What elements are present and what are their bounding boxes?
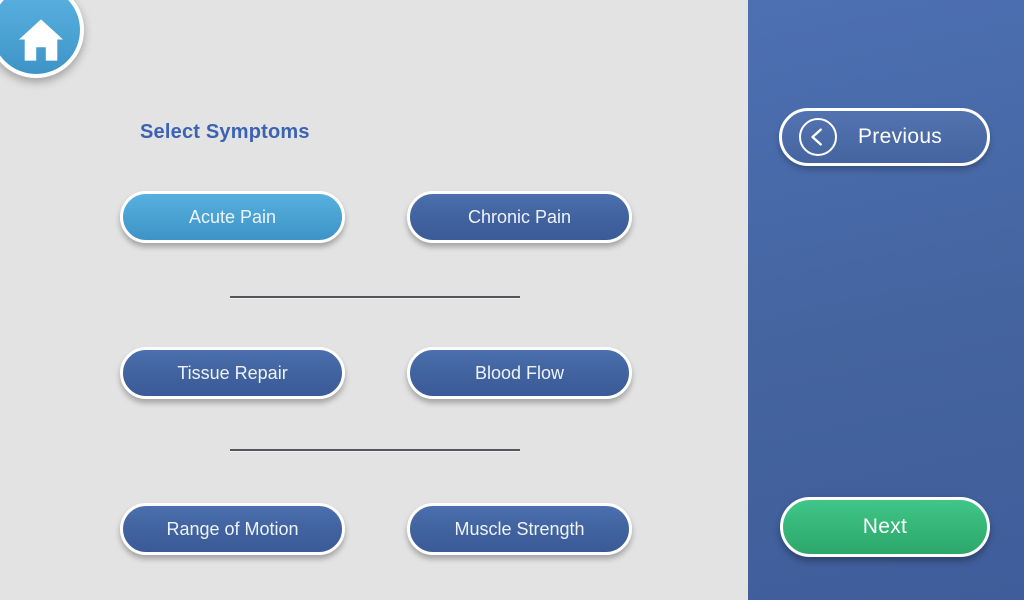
symptom-button-tissue-repair[interactable]: Tissue Repair [120, 347, 345, 399]
symptom-button-blood-flow[interactable]: Blood Flow [407, 347, 632, 399]
symptom-button-chronic-pain[interactable]: Chronic Pain [407, 191, 632, 243]
chevron-left-icon [799, 118, 837, 156]
symptom-button-muscle-strength[interactable]: Muscle Strength [407, 503, 632, 555]
previous-button[interactable]: Previous [779, 108, 990, 166]
symptom-button-label: Chronic Pain [467, 206, 572, 227]
symptom-button-range-of-motion[interactable]: Range of Motion [120, 503, 345, 555]
symptom-button-label: Acute Pain [188, 206, 277, 227]
next-button[interactable]: Next [780, 497, 990, 557]
row-divider [230, 449, 520, 451]
navigation-sidebar: Previous Next [748, 0, 1024, 600]
next-button-label: Next [862, 515, 908, 538]
symptom-button-label: Range of Motion [166, 518, 299, 539]
symptom-button-label: Blood Flow [474, 362, 565, 383]
home-button[interactable] [0, 0, 84, 78]
symptom-button-label: Muscle Strength [454, 518, 585, 539]
symptom-button-acute-pain[interactable]: Acute Pain [120, 191, 345, 243]
page-title: Select Symptoms [140, 121, 310, 143]
row-divider [230, 296, 520, 298]
previous-button-label: Previous [858, 125, 943, 148]
symptom-button-label: Tissue Repair [177, 362, 288, 383]
